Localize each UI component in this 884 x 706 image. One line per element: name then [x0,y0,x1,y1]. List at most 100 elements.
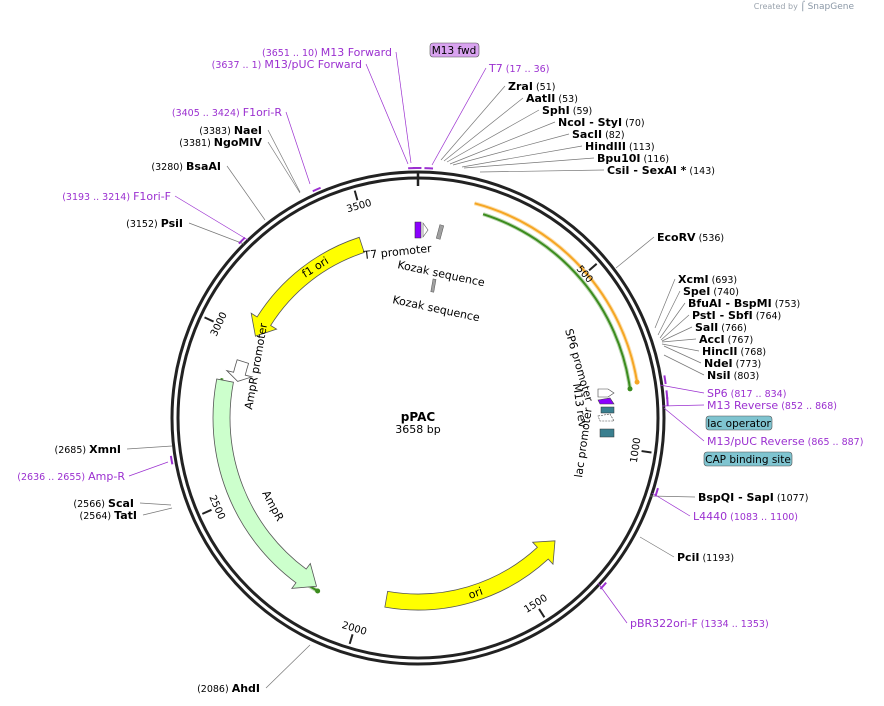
enzyme-bfuai[interactable]: BfuAI - BspMI (753) [688,297,800,310]
leader-line [659,302,686,339]
kozak-sequence-2-mark[interactable] [430,278,437,293]
ampr-arrow[interactable] [212,378,318,589]
primer-m13-forward[interactable]: (3651 .. 10) M13 Forward [262,46,392,59]
scale-tick-3500 [353,190,359,201]
primer-leader-line [431,67,487,166]
primer-mark-sp6 [663,375,667,385]
enzyme-acci[interactable]: AccI (767) [699,333,753,346]
leader-line [461,145,583,168]
primer-leader-line [174,195,249,241]
primer-range: (852 .. 868) [778,401,837,412]
primer-mark-m13-puc-reverse [666,397,669,406]
primer-pbr322ori-f[interactable]: pBR322ori-F (1334 .. 1353) [630,617,769,630]
enzyme-csii[interactable]: CsiI - SexAI * (143) [607,164,715,177]
leader-line [661,326,693,342]
enzyme-hindiii[interactable]: HindIII (113) [585,140,655,153]
plasmid-length: 3658 bp [395,423,440,436]
kozak-sequence-mark[interactable] [435,224,445,240]
enzyme-naei[interactable]: (3383) NaeI [199,124,262,137]
orange-orf[interactable] [474,202,639,383]
enzyme-position: (116) [641,154,670,165]
enzyme-sphi[interactable]: SphI (59) [542,104,592,117]
enzyme-spei[interactable]: SpeI (740) [683,285,739,298]
enzyme-extra: - BspMI [722,297,772,310]
enzyme-sacii[interactable]: SacII (82) [572,128,625,141]
green-orf-inner[interactable] [482,213,631,390]
enzyme-position: (2566) [73,499,108,510]
enzyme-labels: ZraI (51)AatII (53)SphI (59)NcoI - StyI … [55,80,809,695]
enzyme-position: (51) [533,82,556,93]
enzyme-ecorv[interactable]: EcoRV (536) [657,231,724,244]
t7-promoter-mark[interactable] [414,221,422,239]
primer-labels: (3651 .. 10) M13 Forward(3637 .. 1) M13/… [17,46,863,630]
enzyme-zrai[interactable]: ZraI (51) [508,80,555,93]
enzyme-psti[interactable]: PstI - SbfI (764) [692,309,781,322]
leader-line [139,502,172,506]
primer-label-sp6: SP6 (817 .. 834) [707,387,786,400]
enzyme-tati[interactable]: (2564) TatI [80,509,137,522]
primer-amp-r[interactable]: (2636 .. 2655) Amp-R [17,470,125,483]
enzyme-nsii[interactable]: NsiI (803) [707,369,759,382]
primer-m13-puc-reverse[interactable]: M13/pUC Reverse (865 .. 887) [707,435,863,448]
enzyme-bspqi[interactable]: BspQI - SapI (1077) [698,491,808,504]
primer-range: (1334 .. 1353) [698,619,769,630]
m13-rev-mark[interactable] [597,397,615,405]
enzyme-ngomiv[interactable]: (3381) NgoMIV [179,136,262,149]
enzyme-name: SacII [572,128,602,141]
enzyme-xmni[interactable]: (2685) XmnI [55,443,121,456]
f1-ori-arrow[interactable] [250,236,365,337]
enzyme-bsaai[interactable]: (3280) BsaAI [151,160,221,173]
green-orf-ampr-head [315,588,321,594]
enzyme-label-bsaai: (3280) BsaAI [151,160,221,173]
primer-sp6[interactable]: SP6 (817 .. 834) [707,387,786,400]
enzyme-psii[interactable]: (3152) PsiI [126,217,183,230]
m13-fwd-box[interactable] [429,42,480,58]
enzyme-label-zrai: ZraI (51) [508,80,555,93]
leader-line [661,343,700,352]
enzyme-name: NsiI [707,369,731,382]
cap-binding-site-box[interactable] [703,451,793,467]
primer-range: (1083 .. 1100) [727,512,798,523]
scale-tick-2000 [348,634,354,645]
primer-m13-reverse[interactable]: M13 Reverse (852 .. 868) [707,399,837,412]
primer-l4440[interactable]: L4440 (1083 .. 1100) [693,510,798,523]
primer-f1ori-r[interactable]: (3405 .. 3424) F1ori-R [172,106,282,119]
enzyme-sali[interactable]: SalI (766) [695,321,747,334]
scale-tick-1000 [641,450,652,454]
enzyme-name: NcoI [558,116,585,129]
enzyme-hincii[interactable]: HincII (768) [702,345,766,358]
lac-operator-mark[interactable] [600,406,615,414]
enzyme-position: (82) [602,130,625,141]
ori-arrow[interactable] [384,540,556,611]
enzyme-ahdi[interactable]: (2086) AhdI [197,682,260,695]
primer-name: M13 Forward [321,46,392,59]
enzyme-name: Bpu10I [597,152,641,165]
enzyme-position: (766) [718,323,747,334]
t7-promoter-arrow[interactable] [422,222,429,238]
enzyme-pcii[interactable]: PciI (1193) [677,551,734,564]
lac-promoter-mark[interactable] [597,413,615,422]
primer-mark-amp-r [169,455,174,465]
primer-mark-l4440 [654,487,659,497]
enzyme-position: (693) [709,275,738,286]
enzyme-xcmi[interactable]: XcmI (693) [678,273,737,286]
primer-name: F1ori-R [243,106,283,119]
enzyme-ndei[interactable]: NdeI (773) [704,357,761,370]
enzyme-ncoi[interactable]: NcoI - StyI (70) [558,116,645,129]
primer-leader-line [285,111,311,185]
enzyme-aatii[interactable]: AatII (53) [526,92,578,105]
enzyme-position: (143) [686,166,715,177]
watermark-created-by: Created by [753,2,798,11]
primer-m13-puc-forward[interactable]: (3637 .. 1) M13/pUC Forward [212,58,362,71]
primer-name: pBR322ori-F [630,617,698,630]
primer-f1ori-f[interactable]: (3193 .. 3214) F1ori-F [62,190,171,203]
primer-t7[interactable]: T7 (17 .. 36) [488,62,549,75]
enzyme-name: PciI [677,551,699,564]
enzyme-extra: - StyI [585,116,622,129]
ampr-promoter-arrow[interactable] [225,359,254,382]
lac-operator-box[interactable] [705,415,773,431]
sp6-promoter-mark[interactable] [597,388,615,398]
cap-binding-site-mark[interactable] [599,428,615,438]
enzyme-scai[interactable]: (2566) ScaI [73,497,134,510]
enzyme-bpu10i[interactable]: Bpu10I (116) [597,152,669,165]
